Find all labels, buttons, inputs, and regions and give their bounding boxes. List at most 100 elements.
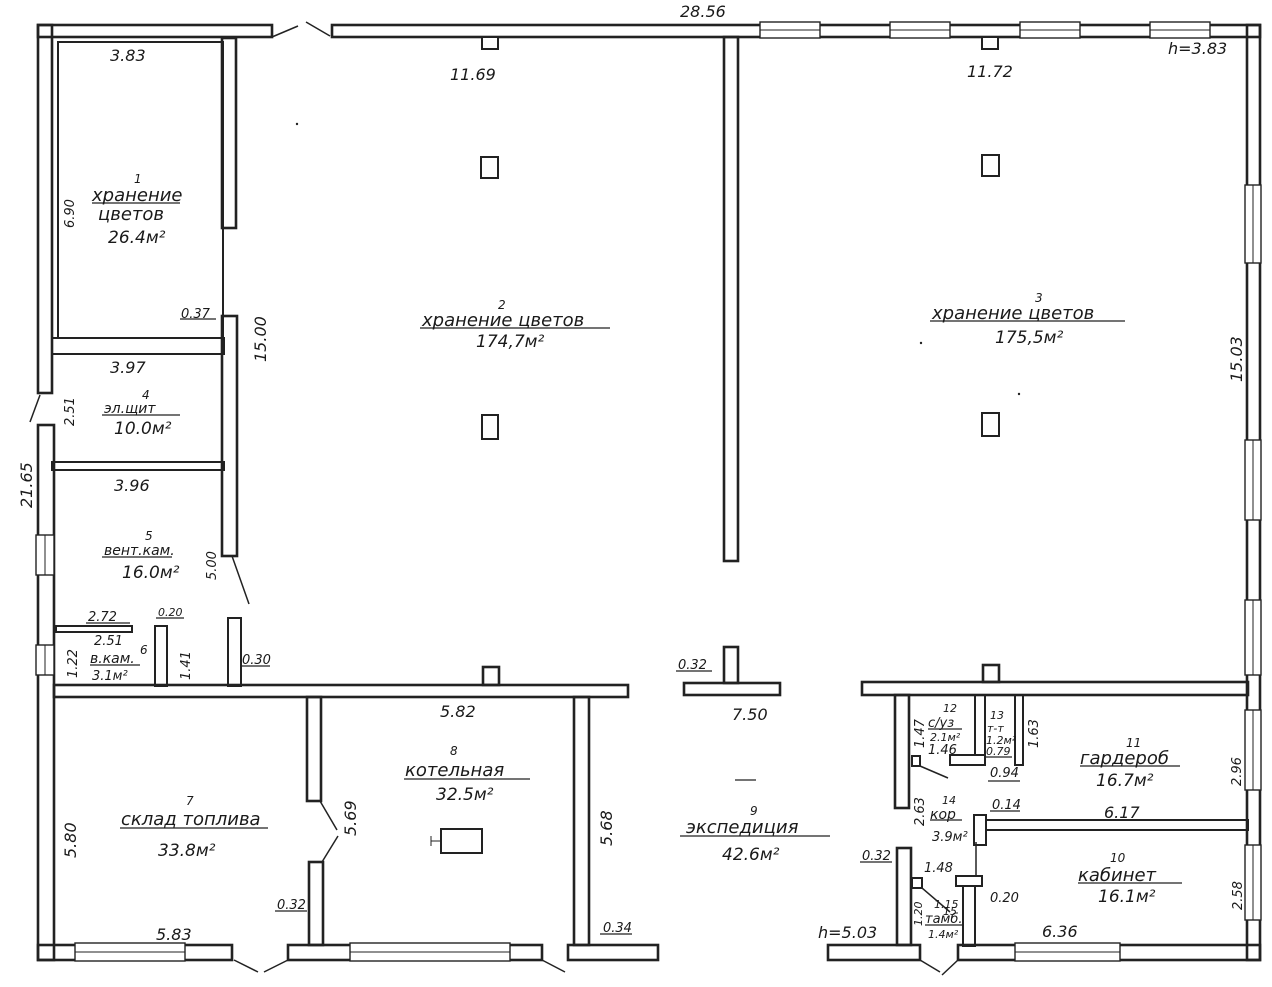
room-7-number: 7 [186,794,194,808]
dim-label: 2.51 [94,634,123,649]
dim-label: 1.15 [934,898,959,911]
room-11-number: 11 [1126,736,1141,750]
room-2-area: 174,7м² [476,332,544,352]
room-12-name: с/уз [928,716,954,731]
room-4-area: 10.0м² [114,419,172,439]
room-5-number: 5 [145,529,153,543]
room-10-name: кабинет [1078,865,1157,886]
room-6-name: в.кам. [90,651,135,667]
room-3-number: 3 [1035,291,1043,305]
height-low: h=5.03 [818,923,877,942]
dim-label: 15.00 [251,316,270,362]
overall-width: 28.56 [680,2,726,21]
dim-label: 0.20 [990,891,1019,906]
room-1-name-line1: хранение [91,185,183,206]
room-13-number: 13 [990,709,1004,722]
dim-label: 5.69 [341,800,360,836]
room-4-number: 4 [142,388,150,402]
dim-label: 1.47 [913,718,928,748]
dim-label: 3.97 [110,358,146,377]
dim-label: 15.03 [1227,336,1246,382]
dim-label: 5.80 [61,822,80,858]
interior-walls [51,35,1250,947]
room-15-area: 1.4м² [928,928,959,941]
room-14-area: 3.9м² [932,830,968,845]
dim-label: 5.68 [597,810,616,846]
dim-label: 0.30 [242,653,271,668]
room-labels: 1 хранение цветов 26.4м² 2 хранение цвет… [90,172,1169,941]
boiler-unit [430,828,483,854]
dim-label: 5.82 [440,702,476,721]
room-15-name: тамб. [925,912,963,927]
room-1-number: 1 [134,172,142,186]
room-10-number: 10 [1110,851,1126,865]
room-12-number: 12 [943,702,957,715]
dim-label: 2.72 [88,610,117,625]
dim-label: 6.17 [1104,803,1140,822]
dimension-underlines [86,202,1182,935]
misc-marks [295,122,1021,781]
room-2-number: 2 [498,298,506,312]
room-15-number: 15 [943,905,957,918]
room-8-number: 8 [450,744,458,758]
room-14-name: кор [930,807,956,823]
dim-label: 1.20 [912,902,925,927]
room-9-name: экспедиция [686,817,799,838]
dim-label: 3.83 [110,46,146,65]
room-13-area: 1.2м² [986,734,1017,747]
dim-label: 0.32 [862,849,891,864]
dimension-labels: 3.83 11.69 11.72 6.90 0.37 15.00 15.03 3… [61,46,1246,944]
dim-label: 0.37 [181,307,211,322]
dim-label: 0.79 [986,745,1011,758]
dim-label: 2.51 [63,397,78,426]
room-5-name: вент.кам. [104,543,175,559]
room-4-name: эл.щит [104,401,156,417]
windows [35,21,1262,962]
room-7-area: 33.8м² [158,841,216,861]
dim-label: 0.14 [992,798,1021,813]
room-9-area: 42.6м² [722,845,780,865]
dim-label: 6.90 [63,199,78,228]
dim-label: 5.83 [156,925,192,944]
room-3-area: 175,5м² [995,328,1063,348]
dim-label: 0.34 [603,921,632,936]
room-6-area: 3.1м² [92,669,128,684]
room-11-name: гардероб [1080,748,1169,769]
dim-label: 3.96 [114,476,150,495]
dim-label: 0.94 [990,766,1019,781]
dim-label: 1.48 [924,861,953,876]
room-5-area: 16.0м² [122,563,180,583]
room-3-name: хранение цветов [931,303,1094,324]
overall-labels: 28.56 h=3.83 h=5.03 21.65 [17,2,1227,942]
dim-label: 1.22 [66,649,81,678]
room-11-area: 16.7м² [1096,771,1154,791]
dim-label: 11.72 [967,62,1013,81]
dim-label: 1.63 [1027,719,1042,748]
room-9-number: 9 [750,804,758,818]
overall-depth: 21.65 [17,462,36,508]
room-7-name: склад топлива [121,809,261,830]
dim-label: 11.69 [450,65,496,84]
dim-label: 1.46 [928,743,957,758]
room-6-number: 6 [140,643,148,657]
room-1-name-line2: цветов [98,204,164,225]
height-main: h=3.83 [1168,39,1227,58]
dim-label: 1.41 [179,651,194,680]
dim-label: 6.36 [1042,922,1078,941]
room-14-number: 14 [942,794,956,807]
dim-label: 0.32 [678,658,707,673]
dim-label: 0.20 [158,606,183,619]
dim-label: 2.96 [1230,757,1245,786]
dim-label: 0.32 [277,898,306,913]
room-13-name: т-т [987,722,1004,735]
door-swings [29,21,977,976]
columns [480,36,1000,440]
room-12-area: 2.1м² [930,731,961,744]
room-1-area: 26.4м² [108,228,166,248]
dim-label: 7.50 [732,705,768,724]
room-8-name: котельная [405,760,504,781]
room-2-name: хранение цветов [421,310,584,331]
room-8-area: 32.5м² [436,785,494,805]
dim-label: 5.00 [205,551,220,580]
